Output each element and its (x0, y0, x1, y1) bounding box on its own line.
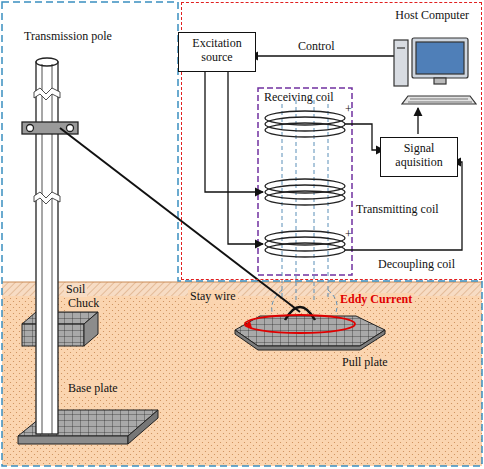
computer-icon (408, 99, 472, 102)
computer-icon (416, 42, 464, 74)
annotation: Eddy Current (338, 293, 414, 307)
computer-icon (402, 96, 476, 104)
base-plate (128, 410, 158, 444)
transmission-pole (36, 58, 58, 66)
transmitting-coil (265, 185, 345, 199)
magnetic-field-lines (282, 104, 283, 300)
computer-icon (434, 78, 446, 84)
eddy-current-loop (244, 321, 252, 328)
transmission-pole (67, 125, 74, 132)
receiving-coil (265, 117, 345, 131)
signal-wires (345, 124, 384, 150)
region-heading: Host Computer (395, 9, 469, 23)
transmitting-coil (265, 191, 345, 205)
chuck (84, 312, 98, 346)
magnetic-field-lines (272, 100, 337, 312)
decoupling-coil (265, 237, 345, 251)
signal-acquisition-box: Signal aquisition (380, 137, 458, 177)
ground (2, 282, 482, 466)
excitation-source-box: Excitation source (178, 32, 256, 72)
transmission-pole (52, 64, 53, 434)
computer-icon (394, 40, 408, 86)
computer-icon (394, 38, 476, 104)
part-name: Base plate (66, 382, 120, 396)
decoupling-coil (265, 243, 345, 257)
chuck (22, 312, 98, 346)
signal-wires (205, 56, 462, 250)
receiving-coil (265, 111, 345, 137)
transmission-pole (22, 58, 78, 434)
transmission-pole (34, 192, 60, 204)
part-name: Transmission pole (22, 30, 114, 44)
signal-wires (228, 72, 263, 244)
layer-name: Soil (64, 283, 87, 297)
pull-plate (235, 316, 385, 350)
transmitting-coil (265, 179, 345, 205)
signal-wires (250, 55, 395, 56)
ground (2, 282, 482, 466)
computer-icon (412, 38, 468, 78)
part-name: Decoupling coil (376, 258, 457, 272)
eddy-current-loop (244, 315, 355, 333)
decoupling-coil (265, 231, 345, 257)
part-name: Receiving coil (262, 91, 336, 105)
computer-icon (397, 47, 405, 48)
coil-region-outline (258, 88, 352, 275)
transmission-pole (42, 64, 43, 434)
magnetic-field-lines (328, 104, 329, 300)
signal-wires (417, 108, 418, 134)
polarity-sign: + (343, 228, 354, 242)
part-name: Transmitting coil (354, 203, 441, 217)
polarity-sign: + (343, 103, 354, 117)
stay-wire (285, 307, 315, 320)
base-plate (18, 436, 128, 444)
stay-wire (60, 128, 300, 312)
transmission-pole (34, 88, 60, 100)
box-label: Signal aquisition (387, 142, 451, 170)
magnetic-field-lines (296, 100, 297, 300)
transmission-pole (27, 125, 34, 132)
part-name: Pull plate (340, 356, 390, 370)
stay-wire (60, 128, 315, 320)
signal-name: Control (296, 40, 337, 54)
eddy-current-loop (245, 315, 355, 333)
magnetic-field-lines (328, 290, 337, 312)
transmission-pole (22, 122, 78, 134)
magnetic-field-lines (314, 100, 315, 300)
signal-wires (205, 72, 263, 192)
pull-plate (235, 316, 385, 346)
box-label: Excitation source (185, 37, 249, 65)
part-name: Chuck (66, 297, 101, 311)
receiving-coil (265, 123, 345, 137)
part-name: Stay wire (188, 290, 238, 304)
coil-region-outline (258, 88, 352, 275)
transmission-pole (36, 62, 58, 434)
